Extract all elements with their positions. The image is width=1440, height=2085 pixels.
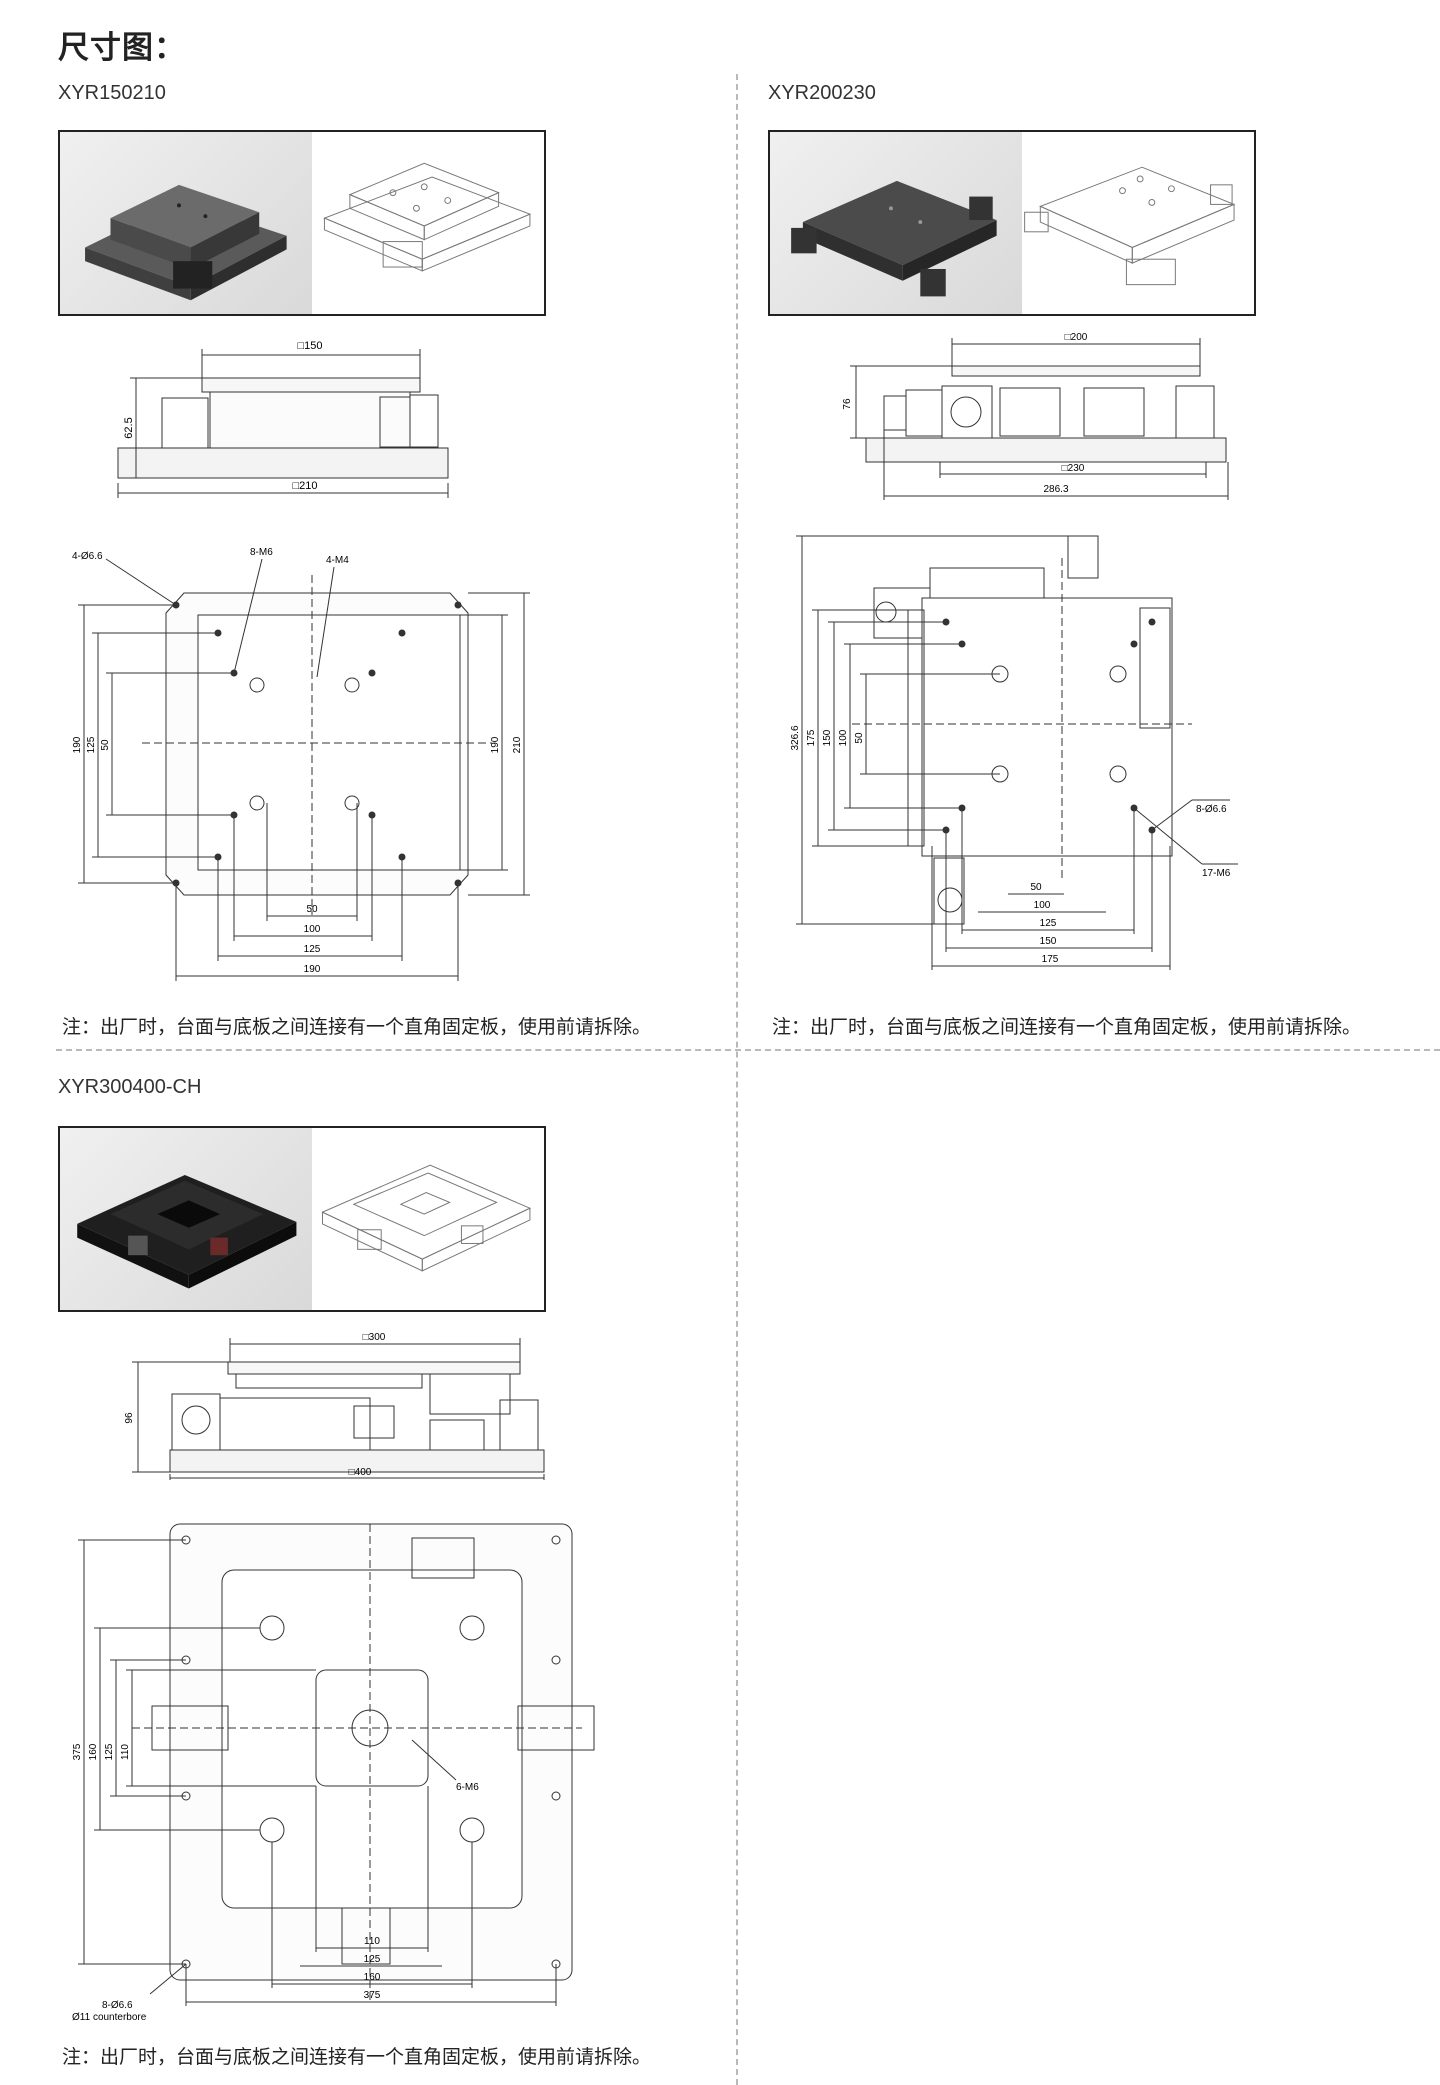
dim-left-2: 160 — [88, 1743, 99, 1760]
dim-bottom-2: 100 — [304, 924, 321, 935]
dim-bottom-1: 110 — [364, 1936, 380, 1947]
dim-top: □150 — [298, 340, 323, 352]
note-xyr150210: 注：出厂时，台面与底板之间连接有一个直角固定板，使用前请拆除。 — [62, 1016, 652, 1038]
dim-overall: 286.3 — [1043, 484, 1068, 495]
dim-right-2: 210 — [512, 736, 523, 753]
callout-c: Ø11 counterbore — [72, 2012, 147, 2023]
product-photo-xyr200230 — [768, 130, 1256, 316]
dim-left-3: 50 — [100, 739, 111, 751]
dim-left-1: 375 — [72, 1743, 83, 1760]
callout-b: 8-M6 — [250, 547, 273, 558]
dim-left-4: 100 — [838, 729, 849, 746]
dim-bottom-3: 160 — [364, 1972, 381, 1983]
dim-left-1: 190 — [72, 736, 83, 753]
side-view-xyr150210: □150 62.5 □210 — [117, 340, 449, 498]
dim-left-2: 175 — [806, 729, 817, 746]
callout-a: 4-Ø6.6 — [72, 551, 103, 562]
side-view-xyr200230: □200 76 □230 286.3 — [842, 332, 1229, 500]
plan-view-xyr200230: 8-Ø6.6 17-M6 326.6 175 150 100 50 50 100… — [790, 535, 1238, 970]
dim-right-1: 190 — [490, 736, 501, 753]
dim-top: □200 — [1065, 332, 1088, 343]
dim-left-1: 326.6 — [790, 725, 801, 750]
dim-bottom-3: 125 — [1040, 918, 1057, 929]
render-shaded — [60, 132, 312, 314]
dim-left-3: 150 — [822, 729, 833, 746]
dim-bottom-5: 175 — [1042, 954, 1059, 965]
dim-bottom: □400 — [349, 1467, 372, 1478]
column-divider — [736, 74, 738, 2085]
plan-view-xyr150210: 4-Ø6.6 8-M6 4-M4 190 125 50 190 210 50 1… — [72, 547, 530, 981]
dim-bottom-1: 50 — [306, 904, 318, 915]
dim-left-5: 50 — [854, 732, 865, 744]
dim-top: □300 — [363, 1332, 386, 1343]
side-view-xyr300400-ch: □300 96 □400 — [124, 1332, 545, 1480]
row-divider — [56, 1049, 1440, 1051]
dim-height: 76 — [842, 398, 853, 410]
dim-height: 62.5 — [123, 417, 135, 438]
callout-b: 8-Ø6.6 — [102, 2000, 133, 2011]
model-name-xyr150210: XYR150210 — [58, 82, 166, 104]
dim-bottom-4: 375 — [364, 1990, 381, 2001]
dim-bottom-1: 50 — [1030, 882, 1042, 893]
dim-left-2: 125 — [86, 736, 97, 753]
dim-height: 96 — [124, 1412, 135, 1424]
dim-bottom: □210 — [293, 480, 318, 492]
product-photo-xyr300400-ch — [58, 1126, 546, 1312]
product-photo-xyr150210 — [58, 130, 546, 316]
callout-b: 17-M6 — [1202, 868, 1231, 879]
dim-bottom-4: 150 — [1040, 936, 1057, 947]
render-line — [1021, 132, 1254, 314]
dim-left-3: 125 — [104, 1743, 115, 1760]
dim-bottom-2: 125 — [364, 1954, 381, 1965]
page-title: 尺寸图： — [58, 30, 186, 66]
render-line — [311, 1128, 544, 1310]
callout-a: 8-Ø6.6 — [1196, 804, 1227, 815]
callout-a: 6-M6 — [456, 1782, 479, 1793]
render-shaded — [770, 132, 1022, 314]
dim-bottom-2: 100 — [1034, 900, 1051, 911]
dim-left-4: 110 — [120, 1744, 131, 1760]
callout-c: 4-M4 — [326, 555, 349, 566]
dim-bottom-3: 125 — [304, 944, 321, 955]
model-name-xyr300400-ch: XYR300400-CH — [58, 1076, 202, 1098]
model-name-xyr200230: XYR200230 — [768, 82, 876, 104]
dim-bottom: □230 — [1062, 463, 1085, 474]
render-line — [311, 132, 544, 314]
render-shaded — [60, 1128, 312, 1310]
note-xyr300400-ch: 注：出厂时，台面与底板之间连接有一个直角固定板，使用前请拆除。 — [62, 2046, 652, 2068]
dim-bottom-4: 190 — [304, 964, 321, 975]
note-xyr200230: 注：出厂时，台面与底板之间连接有一个直角固定板，使用前请拆除。 — [772, 1016, 1362, 1038]
plan-view-xyr300400-ch: 6-M6 8-Ø6.6 Ø11 counterbore 375 160 125 … — [72, 1523, 595, 2023]
